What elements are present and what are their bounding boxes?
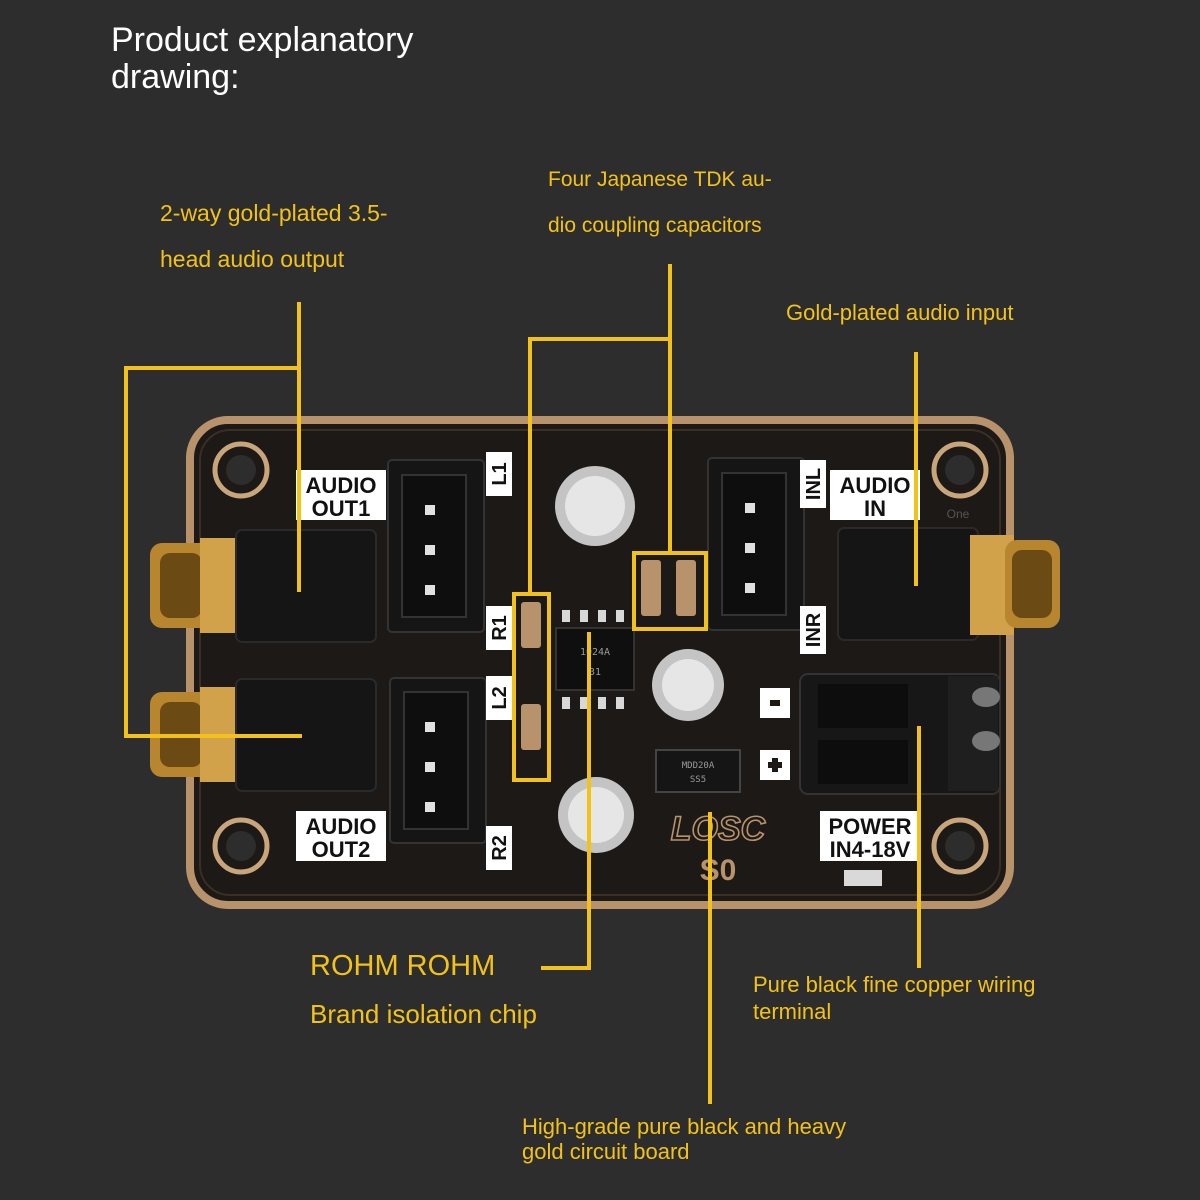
chip-marking-2: 31 [589,667,601,678]
annotation-capacitors: Four Japanese TDK au- dio coupling capac… [548,168,772,237]
callout-line-input [914,352,918,586]
wiring-terminal [799,673,1001,795]
brand-logo: LOSC [671,810,766,848]
silk-l2: L2 [489,686,511,709]
annotation-audio-input: Gold-plated audio input [786,300,1014,325]
silk-r1: R1 [489,615,511,641]
page-title: Product explanatory drawing: [111,22,413,96]
silk-audio-out2-2: OUT2 [312,837,371,862]
audio-output-jack-1 [150,529,377,643]
callout-line-chip-foot [541,966,591,970]
mounting-hole [212,441,989,875]
callout-line-output-bottom [124,734,302,738]
silk-inl: INL [803,468,825,500]
callout-line-cap-left [528,337,532,593]
diode-marking-1: MDD20A [682,761,715,771]
connector-out2 [389,677,487,844]
silk-inr: INR [803,612,825,647]
callout-line-output-left [124,366,128,738]
silk-power-2: IN4-18V [830,837,911,862]
silk-audio-out1-1: AUDIO [306,473,377,498]
led [844,870,882,886]
model-label: S0 [700,854,737,887]
capacitor-highlight-top [632,551,708,631]
connector-pins [425,503,755,812]
callout-line-board [708,812,712,1104]
silk-audio-in-2: IN [864,496,886,521]
silk-l1: L1 [489,462,511,485]
callout-line-cap-top [528,337,670,341]
callout-line-chip-stem [587,632,591,970]
callout-line-cap-stem [668,264,672,554]
audio-input-jack [837,527,1060,641]
isolation-chip [555,610,635,709]
annotation-board: High-grade pure black and heavy gold cir… [522,1114,847,1164]
title-line-1: Product explanatory [111,21,414,59]
callout-line-output-stem [297,302,301,592]
annotation-terminal: Pure black fine copper wiring terminal [753,972,1036,1024]
silk-r2: R2 [489,835,511,861]
silk-audio-out1-2: OUT1 [312,496,371,521]
capacitor-highlight-left [512,592,551,782]
electrolytic-capacitor [555,466,724,853]
connector-in [707,457,805,631]
annotation-audio-output: 2-way gold-plated 3.5- head audio output [160,200,388,272]
one-mark: One [947,507,970,521]
silk-audio-in-1: AUDIO [840,473,911,498]
callout-line-output-top [124,366,299,370]
tdk-capacitor [521,560,696,750]
connector-out1 [387,459,485,633]
silk-audio-out2-1: AUDIO [306,814,377,839]
title-line-2: drawing: [111,58,240,96]
callout-line-terminal [917,726,921,968]
chip-marking-1: 1024A [580,647,610,658]
diode-marking-2: SS5 [690,775,706,785]
annotation-chip: ROHM ROHM Brand isolation chip [310,950,537,1029]
diode [655,749,741,793]
silk-power-1: POWER [828,814,911,839]
